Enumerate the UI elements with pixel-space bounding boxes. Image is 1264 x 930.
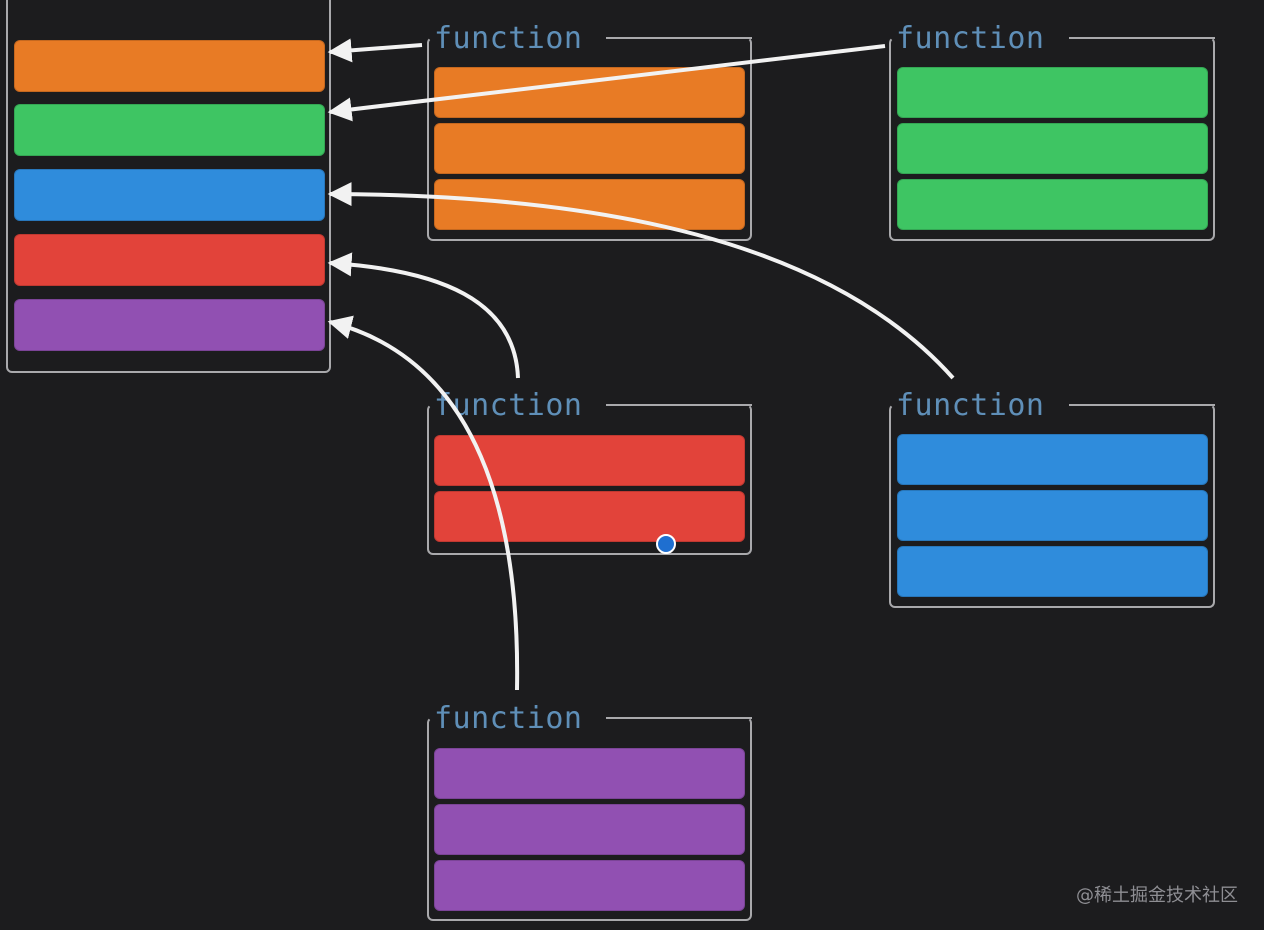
function-purple-row-3 [434,860,745,911]
function-label-green: function [896,21,1045,56]
function-box-blue [889,404,1215,608]
function-box-green [889,37,1215,241]
stack-slot-purple [14,299,325,351]
function-purple-row-2 [434,804,745,855]
stack-slot-blue [14,169,325,221]
function-green-row-3 [897,179,1208,230]
function-red-row-2 [434,491,745,542]
stack-slot-orange [14,40,325,92]
function-label-blue: function [896,388,1045,423]
function-orange-row-3 [434,179,745,230]
function-blue-row-3 [897,546,1208,597]
function-green-row-2 [897,123,1208,174]
arrow-orange [327,38,423,63]
watermark: @稀土掘金技术社区 [1076,885,1238,906]
function-red-row-1 [434,435,745,486]
function-purple-row-1 [434,748,745,799]
function-green-row-1 [897,67,1208,118]
function-blue-row-2 [897,490,1208,541]
stack-slot-red [14,234,325,286]
stack-slot-green [14,104,325,156]
function-label-orange: function [434,21,583,56]
function-label-purple: function [434,701,583,736]
function-orange-row-1 [434,67,745,118]
cursor-dot [656,534,676,554]
function-label-red: function [434,388,583,423]
function-orange-row-2 [434,123,745,174]
arrow-red [327,252,520,379]
function-box-purple [427,717,752,921]
function-blue-row-1 [897,434,1208,485]
